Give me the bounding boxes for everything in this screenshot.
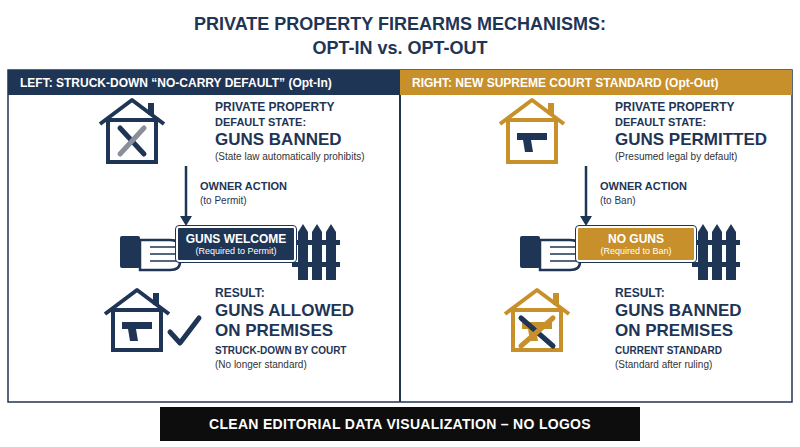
cross-mark — [120, 128, 144, 154]
result-label: RESULT: — [615, 286, 795, 301]
sign-text: NO GUNS — [608, 232, 664, 246]
state-label: DEFAULT STATE: — [215, 115, 395, 129]
house-wall — [113, 310, 161, 350]
hand — [540, 240, 580, 270]
diagram-title: PRIVATE PROPERTY FIREARMS MECHANISMS: OP… — [180, 12, 620, 60]
state-value: GUNS PERMITTED — [615, 129, 795, 150]
action-note: (to Ban) — [600, 195, 636, 206]
block-heading: PRIVATE PROPERTY — [215, 100, 395, 115]
column-header-band: LEFT: STRUCK-DOWN “NO-CARRY DEFAULT” (Op… — [8, 70, 400, 95]
state-value: GUNS BANNED — [215, 129, 395, 150]
footer-caption: CLEAN EDITORIAL DATA VISUALIZATION – NO … — [160, 407, 640, 441]
fence-picket — [326, 224, 336, 280]
arrow-line — [185, 166, 188, 218]
fence-picket — [298, 224, 308, 280]
column-header-band: RIGHT: NEW SUPREME COURT STANDARD (Opt-O… — [400, 70, 792, 95]
action-note: (to Permit) — [200, 195, 247, 206]
footer-band — [160, 407, 640, 441]
sleeve — [120, 236, 140, 268]
sleeve — [520, 236, 540, 268]
status-text: STRUCK-DOWN BY COURT — [215, 344, 395, 358]
fence-picket — [712, 224, 722, 280]
house-chimney — [153, 293, 159, 305]
status-text: CURRENT STANDARD — [615, 344, 795, 358]
flow-arrow — [580, 166, 592, 226]
fence-picket — [312, 224, 322, 280]
sign-note: (Required to Permit) — [195, 246, 276, 257]
sign-text: GUNS WELCOME — [186, 232, 287, 246]
action-label: OWNER ACTION — [600, 180, 687, 192]
flow-arrow — [180, 166, 192, 226]
owner-sign: NO GUNS(Required to Ban) — [576, 226, 696, 262]
house-wall — [513, 310, 561, 350]
block-heading: PRIVATE PROPERTY — [615, 100, 795, 115]
fence-picket — [698, 224, 708, 280]
state-note: (State law automatically prohibits) — [215, 150, 395, 163]
check-mark — [170, 318, 199, 343]
column-divider — [399, 95, 401, 402]
header-text: RIGHT: NEW SUPREME COURT STANDARD (Opt-O… — [412, 76, 718, 90]
fence-picket — [726, 224, 736, 280]
result-value: GUNS ALLOWED ON PREMISES — [215, 301, 365, 341]
default-state-block: PRIVATE PROPERTYDEFAULT STATE:GUNS BANNE… — [95, 100, 395, 166]
state-label: DEFAULT STATE: — [615, 115, 795, 129]
result-block: RESULT:GUNS ALLOWED ON PREMISES STRUCK-DO… — [100, 286, 395, 376]
action-label: OWNER ACTION — [200, 180, 287, 192]
house-chimney — [548, 103, 554, 115]
result-value: GUNS BANNED ON PREMISES — [615, 301, 765, 341]
sign-note: (Required to Ban) — [600, 246, 671, 257]
state-note: (Presumed legal by default) — [615, 150, 795, 163]
house-wall — [108, 120, 156, 162]
arrow-head — [580, 216, 592, 226]
hand — [140, 240, 180, 270]
status-note: (No longer standard) — [215, 358, 395, 371]
house-chimney — [553, 293, 559, 305]
pistol-icon — [122, 322, 152, 341]
result-label: RESULT: — [215, 286, 395, 301]
pistol-icon — [517, 133, 547, 152]
default-state-block: PRIVATE PROPERTYDEFAULT STATE:GUNS PERMI… — [495, 100, 795, 166]
cross-mark — [521, 318, 553, 346]
house-wall — [508, 120, 556, 162]
cross-mark — [521, 318, 553, 346]
arrow-line — [585, 166, 588, 218]
arrow-head — [180, 216, 192, 226]
status-note: (Standard after ruling) — [615, 358, 795, 371]
result-block: RESULT:GUNS BANNED ON PREMISES CURRENT ST… — [500, 286, 795, 376]
cross-mark — [120, 128, 144, 154]
finger-lines — [550, 247, 578, 261]
owner-sign: GUNS WELCOME(Required to Permit) — [176, 226, 296, 262]
house-chimney — [148, 103, 154, 115]
header-text: LEFT: STRUCK-DOWN “NO-CARRY DEFAULT” (Op… — [20, 76, 332, 90]
finger-lines — [150, 247, 178, 261]
